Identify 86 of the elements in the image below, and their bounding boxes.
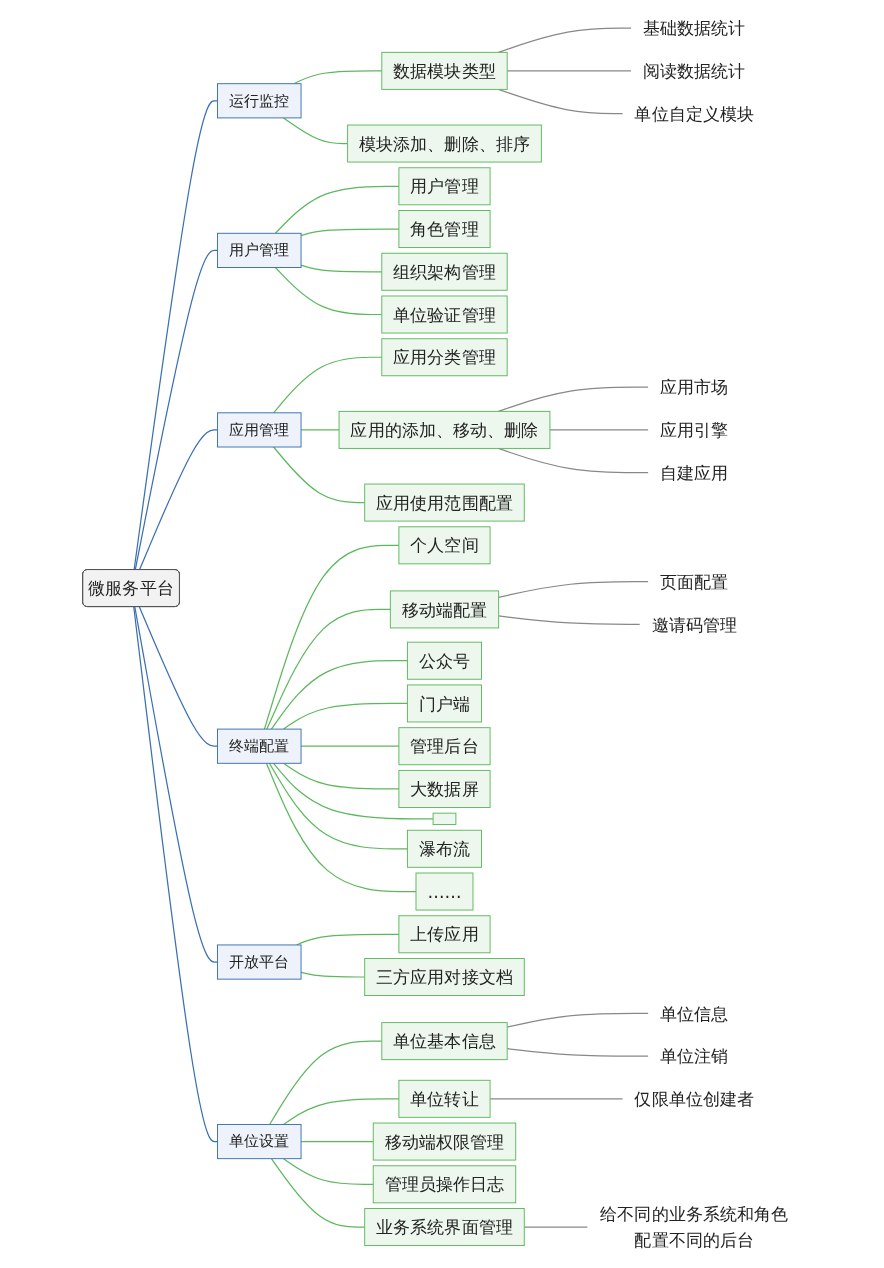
connector — [296, 933, 400, 946]
node-box: 应用分类管理 — [381, 338, 508, 377]
connector — [506, 1048, 650, 1057]
node-box: 公众号 — [407, 641, 483, 680]
connector — [506, 70, 633, 72]
node-box: 开放平台 — [217, 944, 302, 980]
connector — [498, 447, 650, 474]
connector — [549, 429, 650, 431]
node-box: 终端配置 — [217, 728, 302, 764]
node-box: 个人空间 — [398, 526, 491, 565]
node-box: 模块添加、删除、排序 — [347, 124, 543, 163]
connector — [139, 606, 219, 747]
connector — [498, 386, 650, 412]
connector — [283, 1098, 400, 1126]
connector — [271, 1158, 366, 1228]
node-box: 单位基本信息 — [381, 1022, 508, 1061]
node-box: 移动端配置 — [390, 590, 500, 629]
connector — [293, 70, 383, 85]
connector — [300, 228, 400, 237]
connector — [134, 249, 219, 571]
node-box: 组织架构管理 — [381, 252, 508, 291]
node-box: 应用管理 — [217, 412, 302, 448]
connector — [269, 1040, 383, 1126]
connector — [498, 615, 642, 625]
connector — [498, 581, 650, 598]
connector — [283, 1158, 375, 1185]
node-box: 上传应用 — [398, 915, 491, 954]
node-box: 应用的添加、移动、删除 — [338, 410, 551, 449]
connector — [275, 266, 383, 316]
node-box: 单位转让 — [398, 1079, 491, 1118]
node-box: 瀑布流 — [407, 829, 483, 868]
connector — [266, 762, 417, 893]
node-text: 给不同的业务系统和角色配置不同的后台 — [600, 1204, 789, 1250]
connector — [139, 429, 219, 571]
connector — [134, 606, 219, 963]
node-box: 单位验证管理 — [381, 295, 508, 334]
connector — [300, 264, 383, 273]
node-text: 单位信息 — [660, 1003, 729, 1024]
node-box: 单位设置 — [217, 1124, 302, 1160]
node-box: 数据模块类型 — [381, 51, 508, 90]
connector — [273, 446, 366, 504]
connector — [283, 702, 409, 730]
node-box: 三方应用对接文档 — [364, 958, 526, 996]
connector — [264, 544, 400, 730]
connector — [266, 608, 392, 730]
node-text: 阅读数据统计 — [643, 60, 746, 81]
connector — [133, 100, 219, 571]
connector — [300, 429, 341, 431]
connector — [275, 185, 400, 234]
node-box — [432, 812, 457, 826]
connector — [269, 762, 409, 850]
connector — [506, 1012, 650, 1028]
node-text: 基础数据统计 — [643, 18, 746, 39]
connector — [300, 971, 366, 978]
node-text: 页面配置 — [660, 571, 729, 592]
node-text: 应用引擎 — [660, 419, 729, 440]
node-box: 业务系统界面管理 — [364, 1208, 526, 1247]
connector — [133, 606, 219, 1143]
connector — [283, 117, 349, 145]
node-text: 单位自定义模块 — [634, 103, 755, 124]
connector — [271, 660, 409, 730]
connector — [283, 762, 400, 790]
node-text: 自建应用 — [660, 462, 729, 483]
node-text: 邀请码管理 — [651, 614, 738, 635]
node-text: 单位注销 — [660, 1046, 729, 1067]
node-text: 应用市场 — [660, 377, 729, 398]
connector — [524, 1226, 589, 1228]
connector — [489, 1098, 625, 1100]
node-text: 仅限单位创建者 — [634, 1088, 755, 1109]
connector — [300, 1140, 375, 1143]
node-box: …… — [415, 872, 474, 911]
node-box: 管理后台 — [398, 727, 491, 766]
node-box: 移动端权限管理 — [373, 1122, 517, 1161]
connector — [300, 745, 400, 747]
node-box: 运行监控 — [217, 83, 302, 119]
node-box: 应用使用范围配置 — [364, 483, 526, 522]
connector — [273, 762, 435, 820]
connector — [273, 356, 383, 414]
connector — [498, 27, 633, 53]
node-box: 角色管理 — [398, 210, 491, 248]
node-box: 管理员操作日志 — [373, 1165, 517, 1204]
node-box: 用户管理 — [217, 232, 302, 268]
node-box: 大数据屏 — [398, 769, 491, 808]
node-box: 门户端 — [407, 684, 483, 723]
connector — [498, 88, 625, 115]
node-box: 用户管理 — [398, 167, 491, 206]
